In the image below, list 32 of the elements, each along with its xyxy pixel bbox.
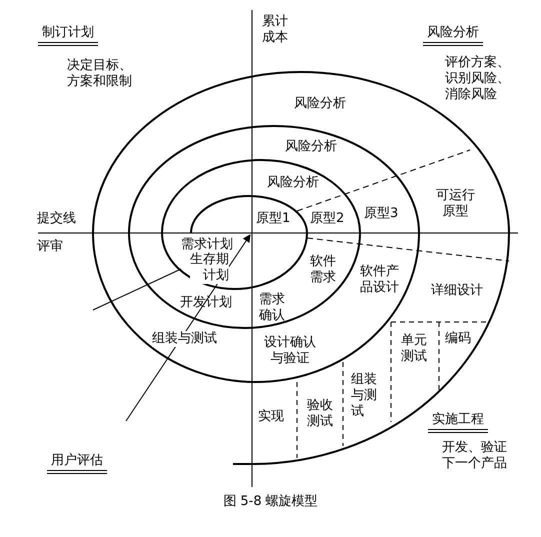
phase-label: 风险分析 — [267, 175, 319, 191]
phase-label: 设计确认与验证 — [264, 335, 316, 367]
phase-label: 需求确认 — [259, 292, 285, 324]
phase-label: 实现 — [258, 409, 284, 425]
phase-label: 原型3 — [364, 206, 398, 222]
phase-label: 需求计划 — [181, 237, 233, 252]
phase-label: 评价方案、识别风险、消除风险 — [445, 55, 510, 103]
figure-caption: 图 5-8 螺旋模型 — [222, 493, 319, 511]
phase-label: 提交线 — [37, 211, 76, 227]
phase-label: 软件需求 — [310, 254, 336, 286]
phase-label: 风险分析 — [285, 139, 337, 155]
phase-label: 累计成本 — [262, 14, 288, 46]
phase-label: 风险分析 — [294, 96, 346, 112]
phase-label: 编码 — [445, 331, 471, 347]
phase-label: 组装与测试 — [351, 372, 377, 420]
phase-label: 决定目标、方案和限制 — [67, 58, 132, 90]
quadrant-heading: 用户评估 — [47, 453, 107, 474]
phase-label: 详细设计 — [431, 283, 483, 299]
quadrant-heading: 制订计划 — [38, 25, 98, 46]
phase-label: 开发、验证下一个产品 — [442, 440, 507, 472]
phase-label: 原型1 — [256, 211, 290, 227]
phase-label: 开发计划 — [180, 295, 232, 311]
phase-label: 生存期计划 — [190, 252, 229, 284]
quadrant-heading: 实施工程 — [428, 412, 488, 433]
phase-label: 组装与测试 — [152, 331, 217, 347]
phase-label: 软件产品设计 — [360, 264, 399, 296]
phase-label: 评审 — [37, 239, 63, 255]
phase-label: 单元测试 — [401, 333, 427, 365]
phase-label: 原型2 — [310, 211, 344, 227]
phase-label: 可运行原型 — [436, 188, 475, 220]
quadrant-heading: 风险分析 — [423, 25, 483, 46]
phase-label: 验收测试 — [307, 398, 333, 430]
